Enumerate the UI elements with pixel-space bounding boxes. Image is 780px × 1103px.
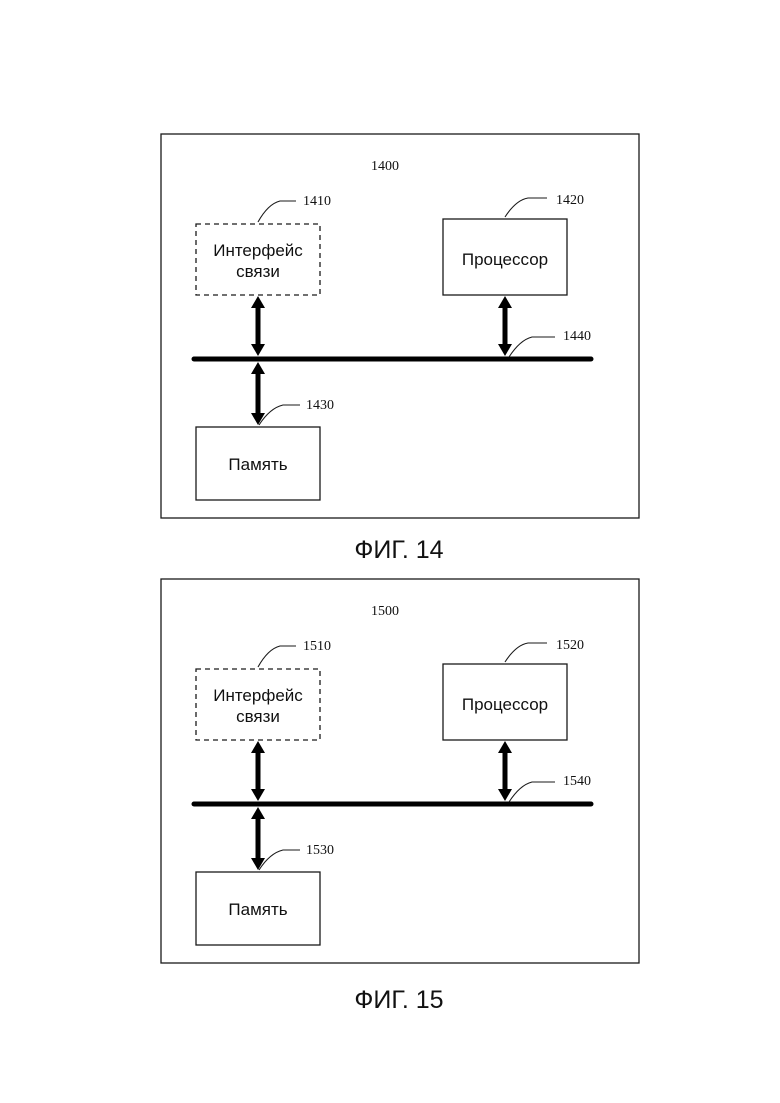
interface-label-line1: Интерфейс <box>213 686 303 705</box>
memory-ref-number: 1530 <box>306 843 334 858</box>
interface-ref-number: 1510 <box>303 639 331 654</box>
interface-ref-number: 1410 <box>303 194 331 209</box>
device-ref-number: 1400 <box>371 159 399 174</box>
memory-label: Память <box>228 455 287 474</box>
interface-label-line1: Интерфейс <box>213 241 303 260</box>
figure-15: 1500 Интерфейс связи 1510 Процессор 1520… <box>161 579 639 1014</box>
interface-label-line2: связи <box>236 262 280 281</box>
figure-14: 1400 Интерфейс связи 1410 Процессор 1420… <box>161 134 639 564</box>
interface-label-line2: связи <box>236 707 280 726</box>
bus-ref-number: 1540 <box>563 774 591 789</box>
memory-label: Память <box>228 900 287 919</box>
processor-label: Процессор <box>462 695 548 714</box>
memory-ref-number: 1430 <box>306 398 334 413</box>
processor-ref-number: 1420 <box>556 193 584 208</box>
device-ref-number: 1500 <box>371 604 399 619</box>
processor-ref-number: 1520 <box>556 638 584 653</box>
processor-label: Процессор <box>462 250 548 269</box>
bus-ref-number: 1440 <box>563 329 591 344</box>
figure-caption: ФИГ. 15 <box>354 986 443 1014</box>
figure-caption: ФИГ. 14 <box>354 536 443 564</box>
